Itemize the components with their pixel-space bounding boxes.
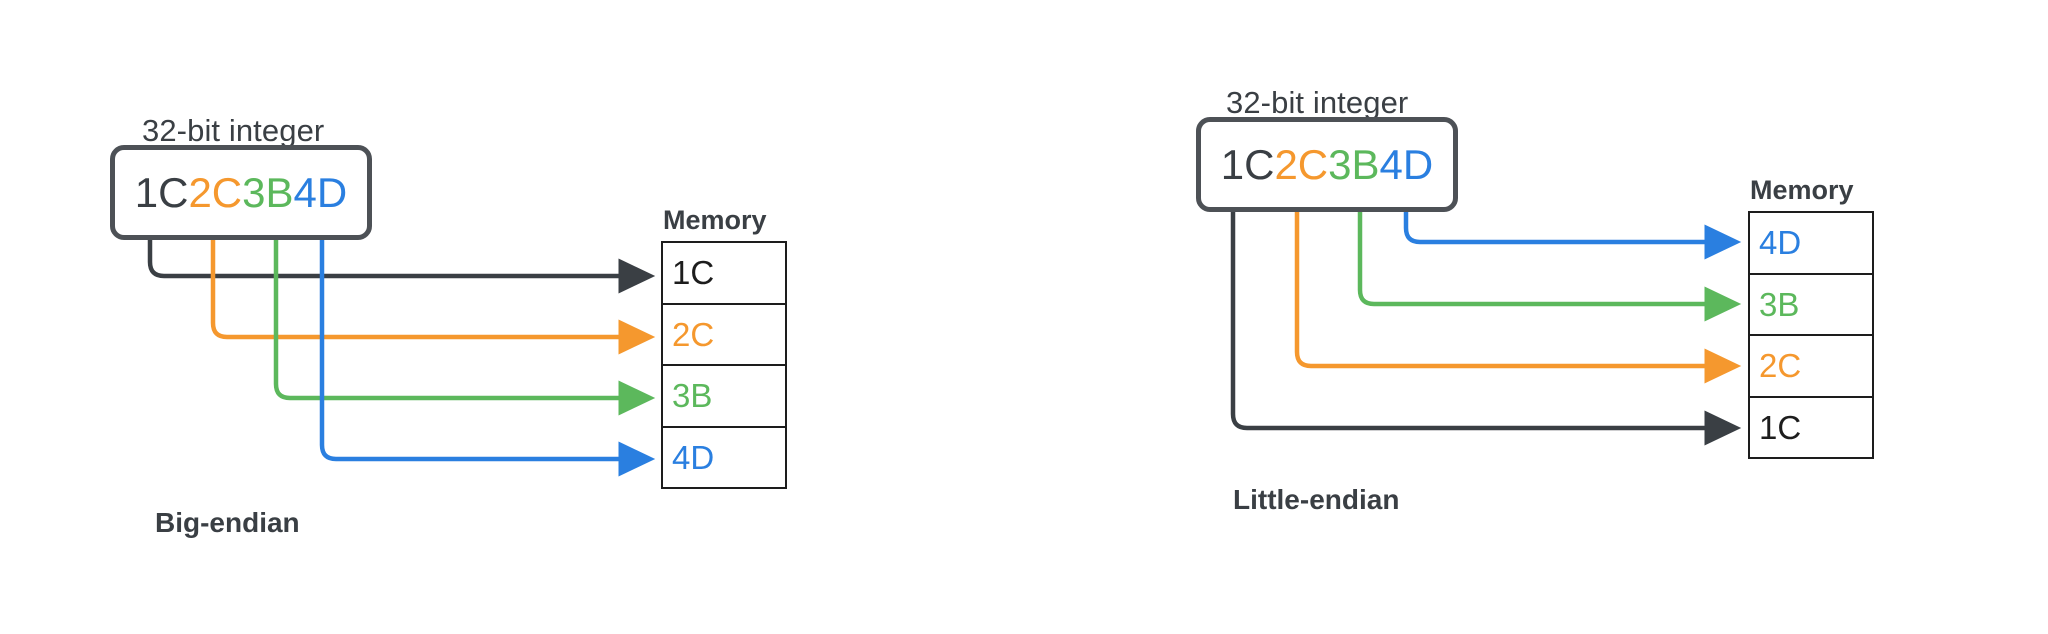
integer-bytes-little: 1C 2C 3B 4D <box>1220 140 1434 188</box>
connector-big-2c <box>210 240 656 355</box>
memory-cell-little-1: 3B <box>1750 275 1872 336</box>
memory-caption-big: Memory <box>663 205 767 235</box>
endian-label-big: Big-endian <box>155 507 300 538</box>
memory-cell-little-2: 2C <box>1750 336 1872 398</box>
connector-big-1c <box>147 240 656 294</box>
integer-byte-3-big: 3B <box>242 168 294 216</box>
integer-byte-1-big: 1C <box>134 168 189 216</box>
integer-byte-1-little: 1C <box>1220 140 1275 188</box>
memory-table-big: 1C 2C 3B 4D <box>661 241 787 489</box>
integer-caption-little: 32-bit integer <box>1226 85 1409 120</box>
memory-cell-little-3: 1C <box>1759 408 1802 446</box>
memory-table-little: 4D 3B 2C 1C <box>1748 211 1874 459</box>
memory-cell-big-3: 4D <box>672 438 715 476</box>
connector-little-2c <box>1294 212 1742 384</box>
connector-little-1c <box>1230 212 1742 446</box>
endian-label-little: Little-endian <box>1233 484 1400 515</box>
memory-cell-big-0: 1C <box>663 243 785 305</box>
memory-cell-big-1: 2C <box>663 305 785 366</box>
integer-byte-4-little: 4D <box>1379 140 1434 188</box>
integer-bytes-big: 1C 2C 3B 4D <box>134 168 348 216</box>
memory-caption-little: Memory <box>1750 175 1854 205</box>
integer-box-big: 1C 2C 3B 4D <box>110 145 372 240</box>
integer-byte-2-big: 2C <box>188 168 243 216</box>
integer-byte-3-little: 3B <box>1328 140 1380 188</box>
memory-cell-little-0: 4D <box>1750 213 1872 275</box>
connector-big-4d <box>319 240 656 477</box>
connector-little-4d <box>1403 212 1742 260</box>
connector-little-3b <box>1357 212 1742 322</box>
integer-box-little: 1C 2C 3B 4D <box>1196 117 1458 212</box>
integer-byte-2-little: 2C <box>1274 140 1329 188</box>
integer-caption-big: 32-bit integer <box>142 113 325 148</box>
integer-byte-4-big: 4D <box>293 168 348 216</box>
memory-cell-big-2: 3B <box>663 366 785 428</box>
connector-big-3b <box>273 240 656 416</box>
